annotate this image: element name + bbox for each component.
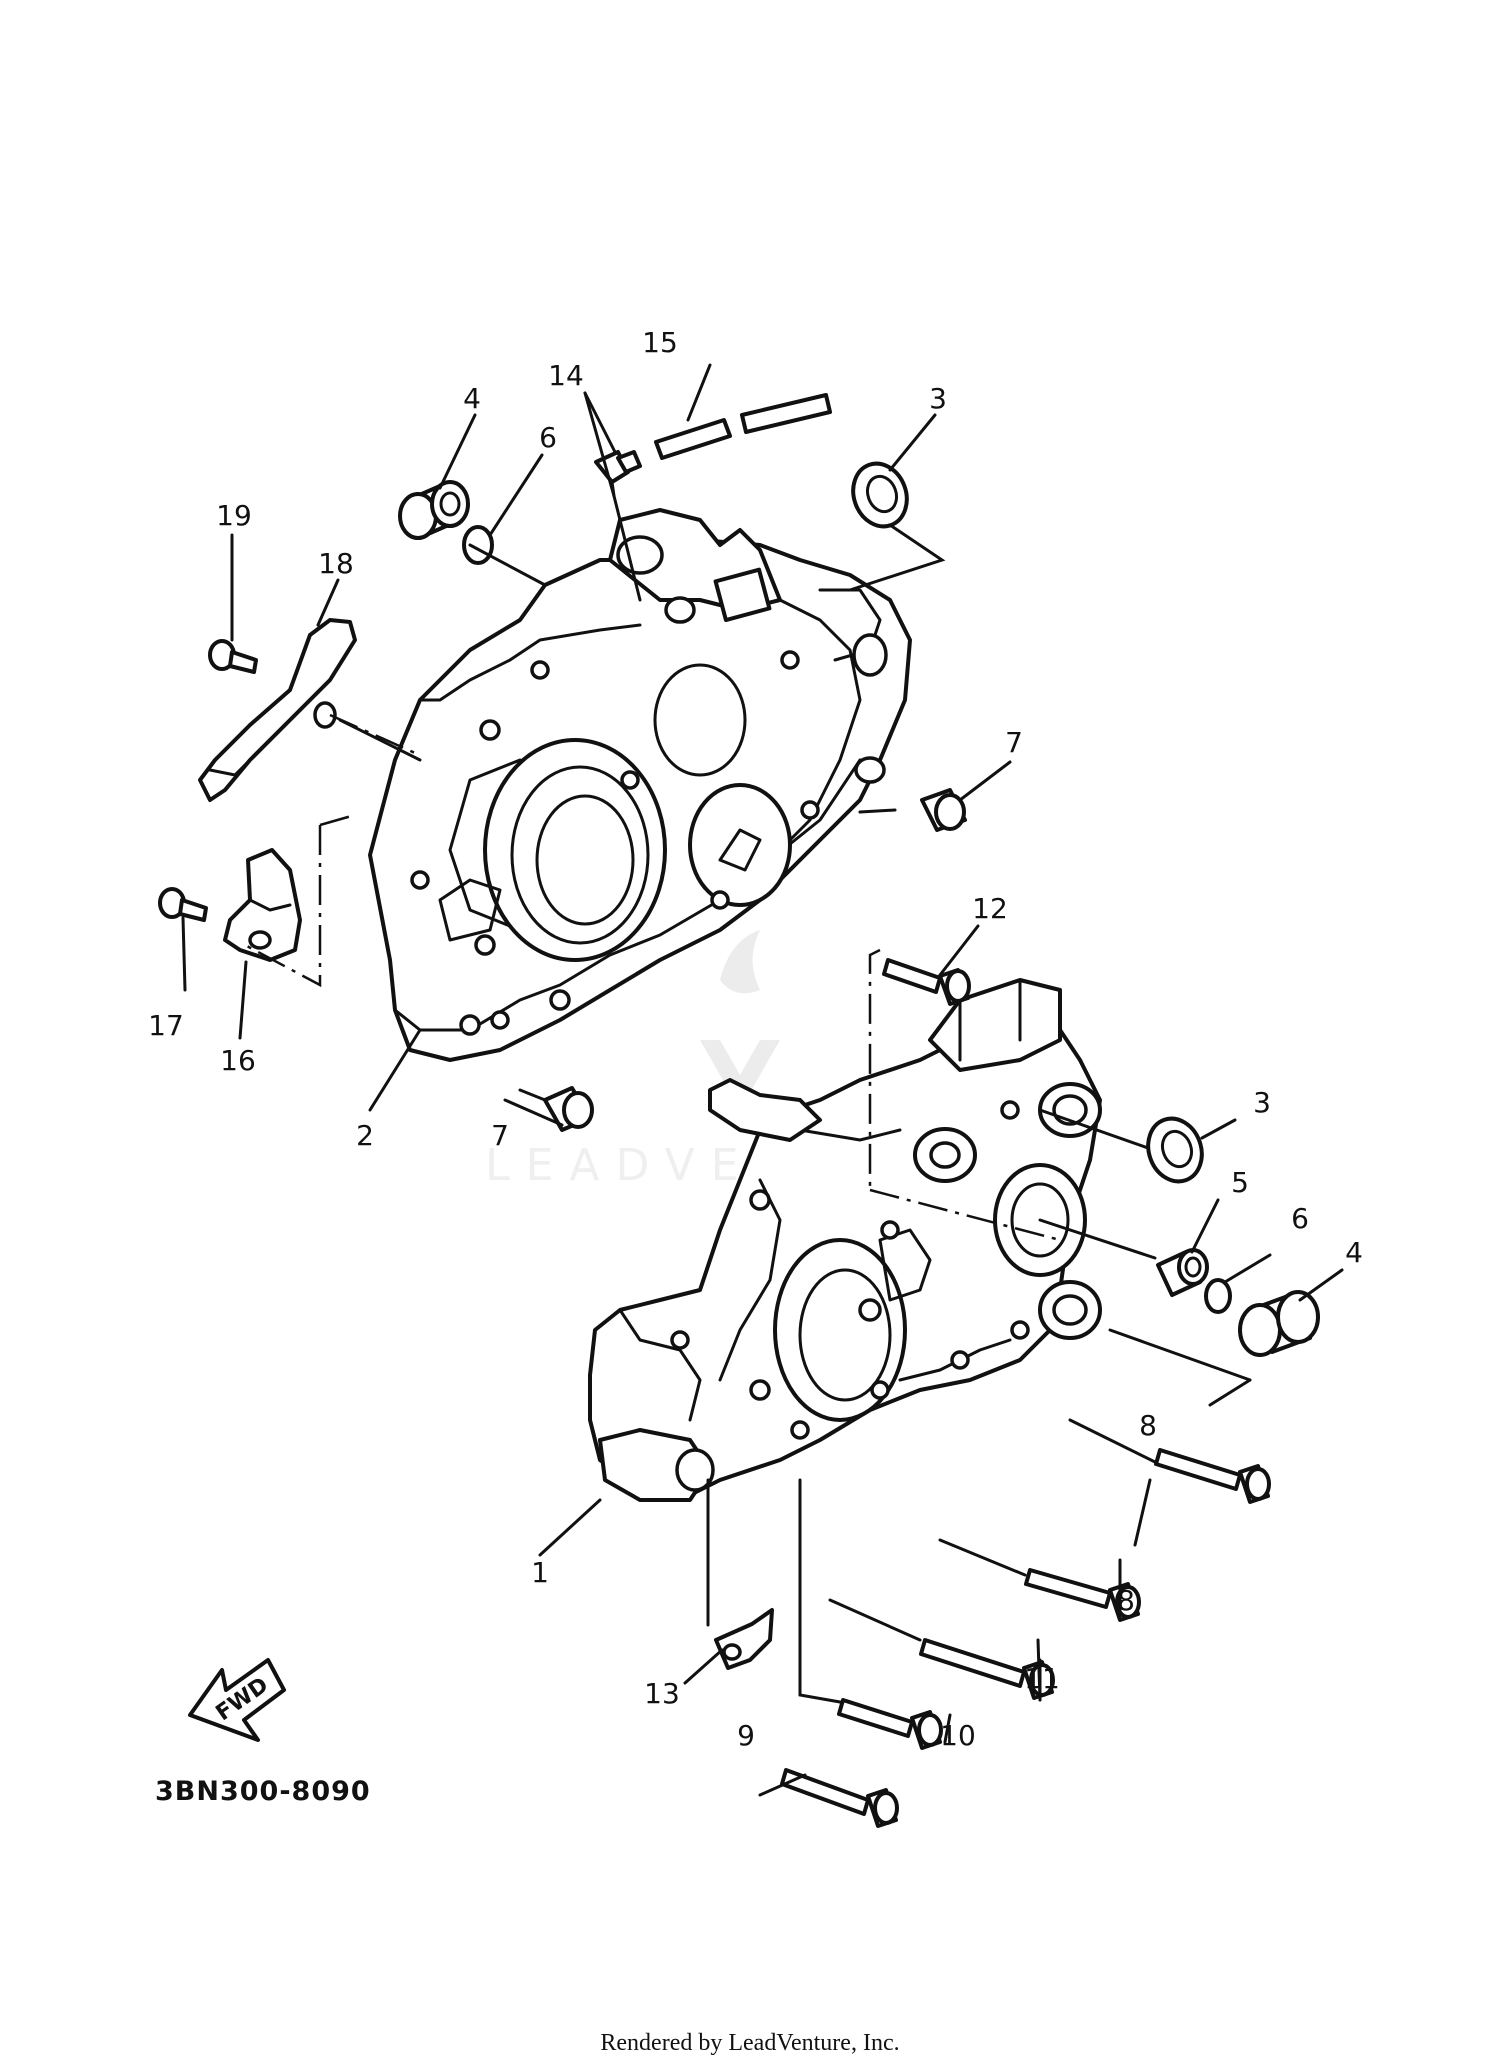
callout-14-label: 14 — [548, 359, 584, 392]
part-code: 3BN300-8090 — [155, 1776, 371, 1807]
callout-3-label-right: 3 — [1253, 1086, 1271, 1119]
callout-10-label: 10 — [940, 1719, 976, 1752]
callout-3-label-top: 3 — [929, 382, 947, 415]
guide-lines — [244, 713, 1061, 1242]
callout-4-label-right: 4 — [1345, 1236, 1363, 1269]
callout-1-label: 1 — [531, 1556, 549, 1589]
callout-7-label-upper: 7 — [1005, 726, 1023, 759]
dowel-pins — [654, 393, 832, 460]
crankcase-right — [588, 978, 1102, 1502]
screw-17 — [158, 887, 208, 922]
callout-6-label-top: 6 — [539, 421, 557, 454]
callout-19-label: 19 — [216, 499, 252, 532]
bearing-right — [1238, 1290, 1320, 1357]
leader-lines — [181, 363, 1344, 1797]
bolt-9 — [780, 1768, 899, 1828]
shift-fork-small — [223, 848, 302, 962]
callout-6-label-right: 6 — [1291, 1202, 1309, 1235]
callout-11-label: 11 — [1024, 1662, 1060, 1695]
callout-8-label-upper: 8 — [1139, 1409, 1157, 1442]
callout-16-label: 16 — [220, 1044, 256, 1077]
rendered-by-credit: Rendered by LeadVenture, Inc. — [600, 2030, 899, 2056]
bolt-12 — [882, 958, 971, 1006]
bolt-8-upper — [1154, 1448, 1271, 1504]
crankcase-left — [368, 508, 912, 1062]
callout-5-label: 5 — [1231, 1166, 1249, 1199]
callout-2-label: 2 — [356, 1119, 374, 1152]
screw-19 — [208, 639, 258, 674]
callout-7-label-lower: 7 — [491, 1119, 509, 1152]
callout-8-label-lower: 8 — [1117, 1584, 1135, 1617]
callout-12-label: 12 — [972, 892, 1008, 925]
callout-9-label: 9 — [737, 1719, 755, 1752]
dowel-7-lower — [543, 1086, 594, 1132]
oil-seal-right — [1146, 1116, 1204, 1184]
collar-5 — [1156, 1248, 1209, 1297]
bolt-10 — [837, 1698, 943, 1750]
bearing-top — [398, 480, 470, 540]
dowel-7-upper — [920, 788, 967, 832]
bolt-8-lower — [1024, 1568, 1141, 1622]
callout-15-label: 15 — [642, 326, 678, 359]
callout-13-label: 13 — [644, 1677, 680, 1710]
shift-fork-large — [198, 618, 357, 802]
callout-4-label-top: 4 — [463, 382, 481, 415]
bracket-13 — [714, 1608, 774, 1670]
oil-seal-top — [851, 461, 909, 529]
callout-18-label: 18 — [318, 547, 354, 580]
o-ring-right — [1204, 1278, 1232, 1314]
callout-17-label: 17 — [148, 1009, 184, 1042]
o-ring-top — [462, 525, 494, 565]
fwd-arrow-icon: FWD — [188, 1658, 286, 1742]
